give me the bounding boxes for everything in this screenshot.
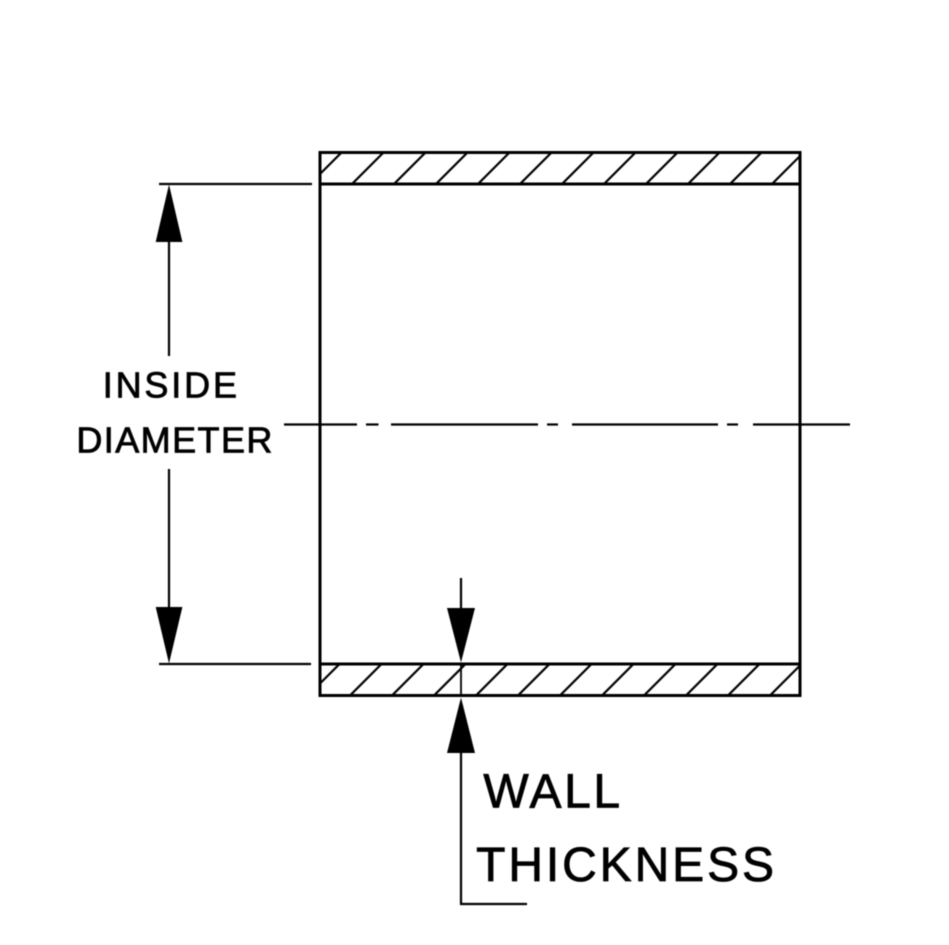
svg-text:WALL: WALL: [483, 766, 622, 819]
svg-text:THICKNESS: THICKNESS: [476, 839, 777, 892]
svg-text:INSIDE: INSIDE: [103, 365, 240, 406]
svg-text:DIAMETER: DIAMETER: [76, 420, 274, 461]
